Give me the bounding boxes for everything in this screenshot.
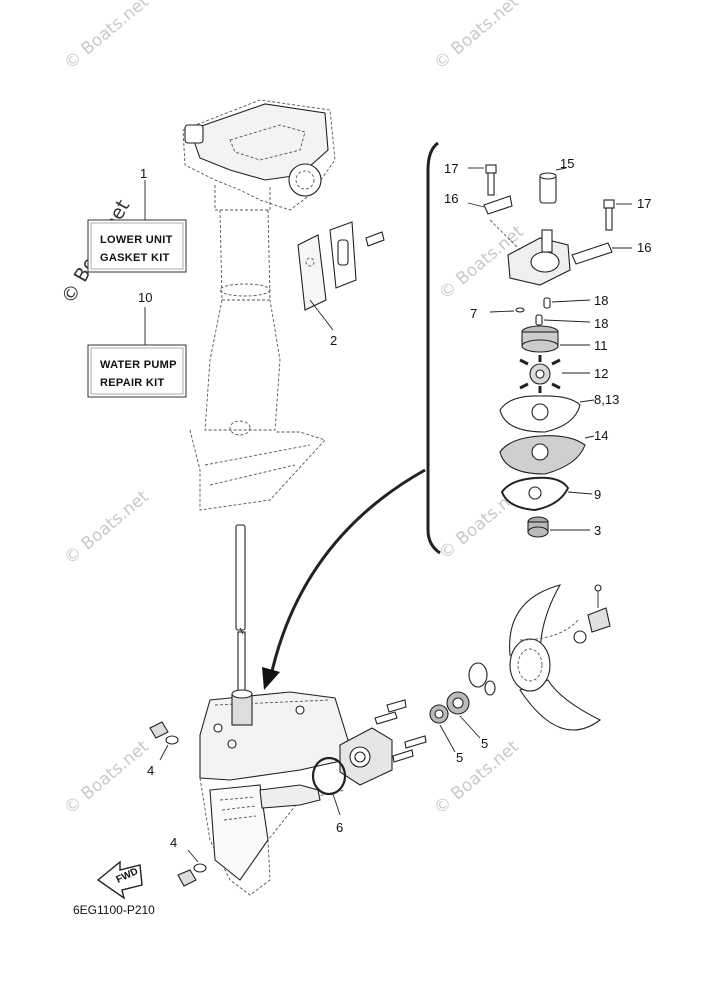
drain-plugs: 4 4: [147, 721, 207, 887]
callout-11: 11: [594, 338, 608, 353]
kit-label-line1: WATER PUMP: [100, 359, 177, 371]
callout-9: 9: [594, 487, 601, 502]
diagram-code: 6EG1100-P210: [73, 903, 155, 917]
callout-4: 4: [147, 763, 154, 778]
impeller: [519, 355, 561, 393]
callout-5: 5: [456, 750, 463, 765]
callout-15: 15: [560, 156, 574, 171]
water-pump-parts: 17 15 16 17 16 7 18 18: [444, 156, 651, 538]
callout-17: 17: [444, 161, 458, 176]
fwd-arrow: FWD: [96, 860, 143, 900]
callout-17: 17: [637, 196, 651, 211]
callout-8-13: 8,13: [594, 392, 619, 407]
propeller: [509, 584, 611, 731]
callout-14: 14: [594, 428, 608, 443]
propeller-shaft-parts: 5 5: [339, 662, 496, 786]
callout-4: 4: [170, 835, 177, 850]
callout-16: 16: [637, 240, 651, 255]
driveshaft-housing: [182, 99, 336, 511]
lower-gearcase: [199, 689, 349, 896]
callout-3: 3: [594, 523, 601, 538]
callout-18: 18: [594, 293, 608, 308]
callout-10: 10: [138, 290, 152, 305]
watermark-mid-left: © Boats.net: [60, 487, 153, 569]
kit-box-lower-unit-gasket: LOWER UNIT GASKET KIT: [87, 219, 187, 273]
driveshaft: [235, 524, 246, 703]
arrow-head: [262, 667, 280, 690]
callout-1: 1: [140, 166, 147, 181]
watermark-bottom-right: © Boats.net: [430, 737, 523, 819]
watermark-top-right: © Boats.net: [430, 0, 523, 74]
callout-2: 2: [330, 333, 337, 348]
watermark-top-left: © Boats.net: [60, 0, 153, 74]
part-2-grommet: 2: [297, 221, 385, 348]
callout-5: 5: [481, 736, 488, 751]
kit-label-line2: GASKET KIT: [100, 252, 170, 264]
kit-box-water-pump-repair: WATER PUMP REPAIR KIT: [87, 344, 187, 398]
o-ring: 6: [311, 756, 347, 835]
callout-6: 6: [336, 820, 343, 835]
callout-18: 18: [594, 316, 608, 331]
watermark-bottom-left: © Boats.net: [60, 737, 153, 819]
callout-12: 12: [594, 366, 608, 381]
kit-label-line1: LOWER UNIT: [100, 234, 173, 246]
callout-7: 7: [470, 306, 477, 321]
callout-16: 16: [444, 191, 458, 206]
kit-label-line2: REPAIR KIT: [100, 377, 165, 389]
